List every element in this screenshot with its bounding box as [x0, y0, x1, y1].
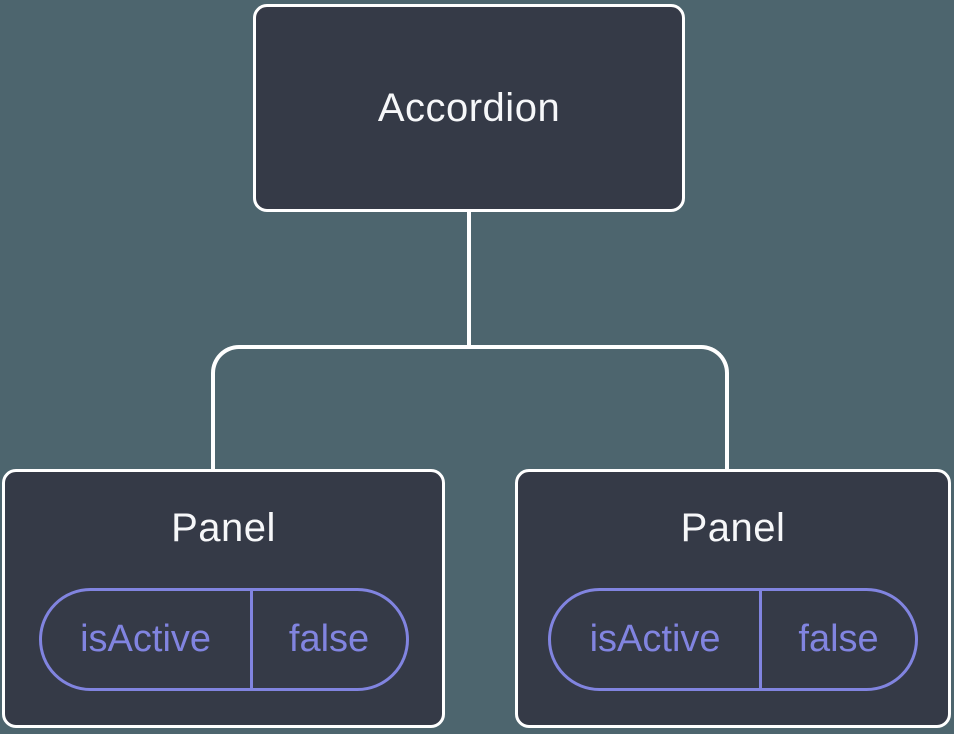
- root-node-accordion: Accordion: [253, 4, 685, 212]
- child-node-panel-2: Panel isActive false: [515, 469, 951, 728]
- connector-stem: [467, 212, 471, 349]
- state-pill: isActive false: [548, 588, 918, 691]
- child-node-title: Panel: [171, 506, 276, 550]
- state-value-label: false: [798, 618, 879, 660]
- child-node-title: Panel: [680, 506, 786, 550]
- state-key-label: isActive: [42, 591, 253, 688]
- state-value-label: false: [288, 618, 370, 660]
- state-key-label: isActive: [551, 591, 763, 688]
- root-node-title: Accordion: [377, 86, 561, 130]
- state-pill: isActive false: [38, 588, 409, 691]
- child-node-panel-1: Panel isActive false: [2, 469, 445, 728]
- connector-branch: [211, 345, 729, 469]
